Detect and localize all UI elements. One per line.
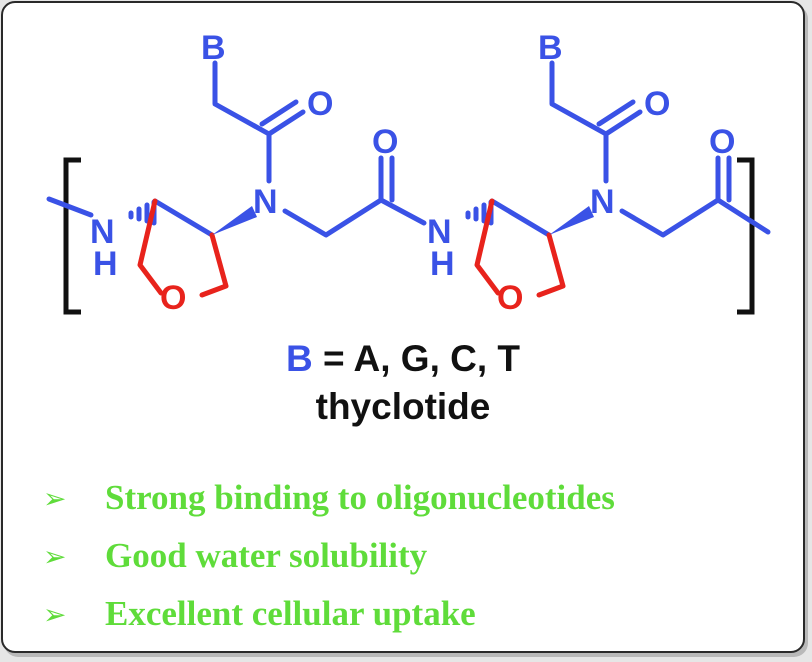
- property-text: Good water solubility: [105, 536, 428, 575]
- figure-frame: N H O N B O O N H O N B O O B = A, G, C,…: [1, 1, 805, 653]
- solid-wedge-1: [212, 206, 257, 235]
- bond-ring-top-1: [152, 198, 215, 238]
- oxolane-ring-1: [137, 198, 164, 296]
- bond-n2-ch2: [619, 197, 721, 238]
- bond-co2-b: [596, 99, 636, 127]
- list-item: ➢ Strong binding to oligonucleotides: [43, 469, 615, 527]
- bond-chain-right: [715, 197, 771, 235]
- amine-h-label-2: H: [430, 245, 455, 283]
- base-label-2: B: [538, 29, 563, 67]
- base-legend: B = A, G, C, T: [3, 338, 803, 380]
- list-item: ➢ Excellent cellular uptake: [43, 585, 615, 643]
- carbonyl-o-label-2: O: [644, 85, 670, 123]
- tertiary-n-label-2: N: [590, 183, 615, 221]
- property-text: Excellent cellular uptake: [105, 594, 476, 633]
- list-item: ➢ Good water solubility: [43, 527, 615, 585]
- ring-o-label-1: O: [160, 279, 186, 317]
- property-text: Strong binding to oligonucleotides: [105, 478, 615, 517]
- end-carbonyl-o-label: O: [709, 123, 735, 161]
- amine-n-label-1: N: [90, 213, 115, 251]
- bond-co1-b: [259, 99, 299, 127]
- oxolane-ring-2: [474, 198, 501, 296]
- oxolane-ring-1b: [199, 232, 229, 298]
- amine-h-label-1: H: [93, 245, 118, 283]
- tertiary-n-label-1: N: [253, 183, 278, 221]
- right-bracket: [737, 157, 755, 315]
- compound-name: thyclotide: [315, 386, 491, 427]
- thyclotide-structure: N H O N B O O N H O N B O O: [46, 29, 771, 317]
- amide-o-label: O: [372, 123, 398, 161]
- bond-ch2-b2: [549, 60, 609, 137]
- bond-ring-top-2: [489, 198, 552, 238]
- arrow-bullet-icon: ➢: [43, 597, 67, 631]
- bond-n1-ch2: [282, 197, 384, 238]
- bond-co2-a: [603, 109, 643, 137]
- arrow-bullet-icon: ➢: [43, 539, 67, 573]
- base-symbol: B: [285, 338, 313, 379]
- base-values: = A, G, C, T: [312, 338, 521, 379]
- amine-n-label-2: N: [427, 213, 452, 251]
- base-label-1: B: [201, 29, 226, 67]
- solid-wedge-2: [549, 206, 594, 235]
- oxolane-ring-2b: [536, 232, 566, 298]
- bond-amide-nh: [378, 197, 427, 226]
- left-bracket: [63, 157, 81, 315]
- bond-chain-left: [46, 196, 94, 218]
- property-list: ➢ Strong binding to oligonucleotides ➢ G…: [43, 469, 615, 643]
- arrow-bullet-icon: ➢: [43, 481, 67, 515]
- bond-ch2-b1: [212, 60, 272, 137]
- ring-o-label-2: O: [497, 279, 523, 317]
- carbonyl-o-label-1: O: [307, 85, 333, 123]
- bond-co1-a: [266, 109, 306, 137]
